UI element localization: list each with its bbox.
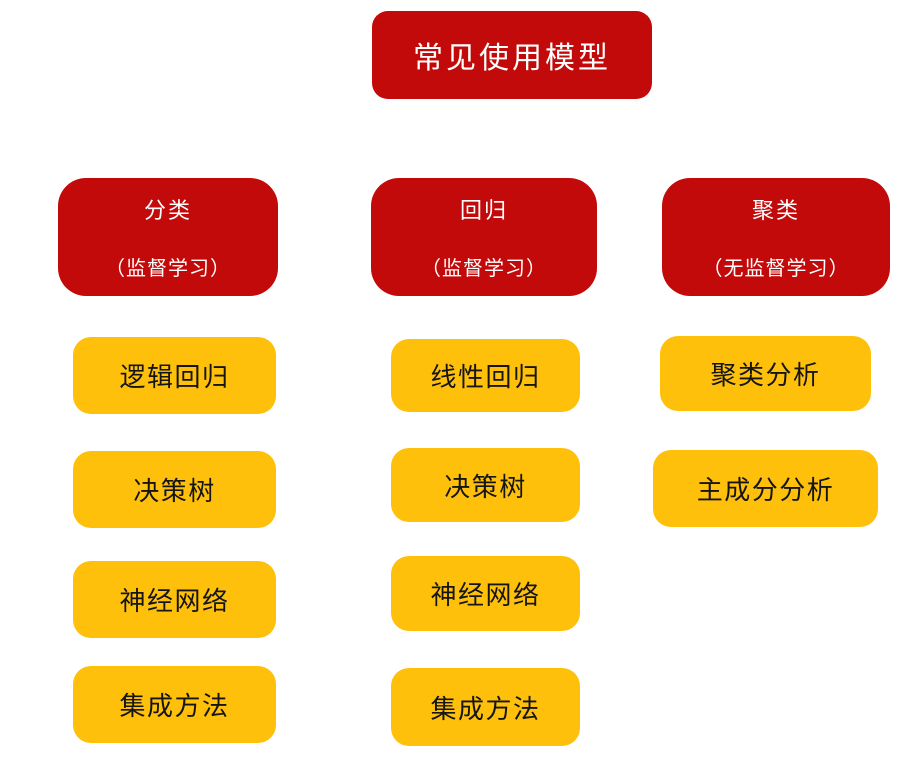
header-classification: 分类 （监督学习）: [58, 178, 278, 296]
item-neural-network-2-label: 神经网络: [430, 581, 541, 611]
item-neural-network-1-label: 神经网络: [119, 587, 230, 617]
header-regression: 回归 （监督学习）: [371, 178, 597, 296]
item-neural-network-2: 神经网络: [391, 556, 580, 631]
item-principal-component-analysis: 主成分分析: [653, 450, 878, 527]
item-linear-regression-label: 线性回归: [430, 363, 541, 393]
item-logistic-regression-label: 逻辑回归: [119, 363, 230, 393]
header-clustering-subtitle: （无监督学习）: [702, 256, 850, 280]
item-neural-network-1: 神经网络: [73, 561, 276, 638]
item-ensemble-methods-1-label: 集成方法: [119, 692, 230, 722]
header-regression-label: 回归: [459, 199, 508, 224]
header-classification-subtitle: （监督学习）: [105, 256, 231, 280]
item-cluster-analysis-label: 聚类分析: [710, 361, 821, 391]
item-decision-tree-2-label: 决策树: [444, 472, 527, 503]
item-decision-tree-2: 决策树: [391, 448, 580, 522]
item-ensemble-methods-2: 集成方法: [391, 668, 580, 746]
item-logistic-regression: 逻辑回归: [73, 337, 276, 414]
title-label: 常见使用模型: [413, 41, 611, 76]
title-box: 常见使用模型: [372, 11, 652, 99]
header-regression-subtitle: （监督学习）: [421, 256, 547, 280]
item-decision-tree-1: 决策树: [73, 451, 276, 528]
item-ensemble-methods-2-label: 集成方法: [430, 694, 541, 725]
item-decision-tree-1-label: 决策树: [133, 477, 216, 507]
item-linear-regression: 线性回归: [391, 339, 580, 412]
header-clustering: 聚类 （无监督学习）: [662, 178, 890, 296]
item-principal-component-analysis-label: 主成分分析: [696, 476, 835, 506]
header-clustering-label: 聚类: [751, 199, 800, 224]
header-classification-label: 分类: [143, 199, 192, 224]
item-cluster-analysis: 聚类分析: [660, 336, 871, 411]
item-ensemble-methods-1: 集成方法: [73, 666, 276, 743]
